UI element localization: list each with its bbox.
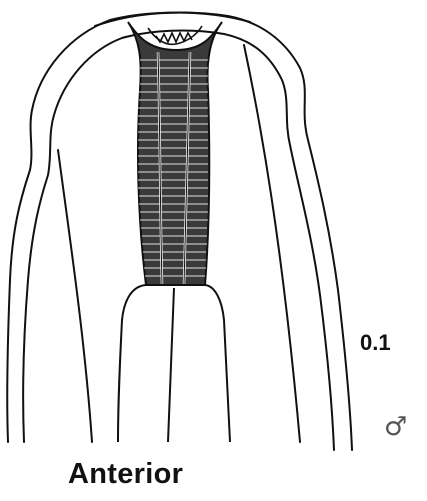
lateral-line-left xyxy=(58,150,92,442)
figure-caption: Anterior xyxy=(68,458,183,491)
male-symbol-icon: ♂ xyxy=(384,412,407,442)
lateral-line-right xyxy=(244,45,300,442)
cephalic-cap xyxy=(95,13,250,26)
scale-label: 0.1 xyxy=(360,330,391,356)
intestine xyxy=(118,285,230,442)
esophagus xyxy=(128,22,222,285)
buccal-capsule xyxy=(148,26,202,44)
